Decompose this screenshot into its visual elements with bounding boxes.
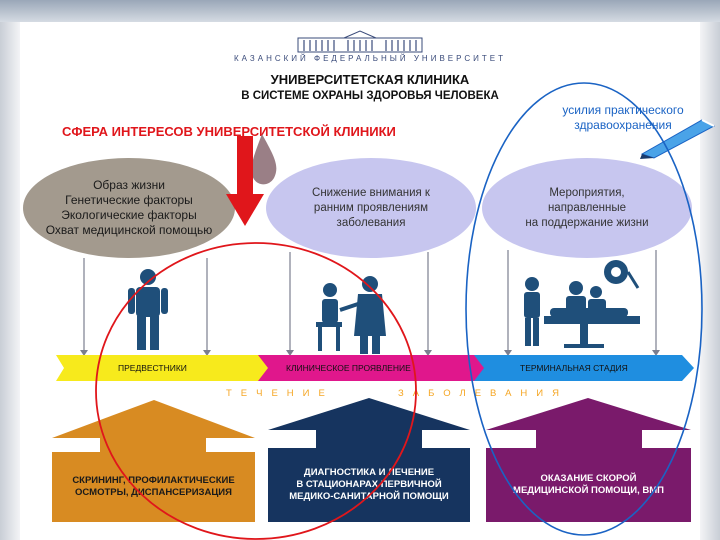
early-signs-text: Снижение внимания к ранним проявлениям з…: [312, 186, 430, 229]
stage-segment-terminal: [474, 355, 694, 381]
effort-label: усилия практического здравоохранения: [562, 103, 684, 132]
operating-room-icon: [524, 260, 640, 348]
page-title: УНИВЕРСИТЕТСКАЯ КЛИНИКА: [270, 72, 470, 87]
red-highlight-circle: [95, 242, 417, 540]
page-subtitle: В СИСТЕМЕ ОХРАНЫ ЗДОРОВЬЯ ЧЕЛОВЕКА: [241, 90, 499, 102]
university-name: КАЗАНСКИЙ ФЕДЕРАЛЬНЫЙ УНИВЕРСИТЕТ: [234, 54, 506, 63]
top-decor-bar: [0, 0, 720, 22]
red-down-arrow: [226, 134, 277, 226]
diagnostics-box: ДИАГНОСТИКА И ЛЕЧЕНИЕ В СТАЦИОНАРАХ ПЕРВ…: [268, 448, 470, 522]
stage-label-precursors: ПРЕДВЕСТНИКИ: [118, 363, 187, 373]
life-support-oval: Мероприятия, направленные на поддержание…: [482, 158, 692, 258]
right-decor-bar: [700, 22, 720, 540]
left-decor-bar: [0, 22, 20, 540]
early-signs-oval: Снижение внимания к ранним проявлениям з…: [266, 158, 476, 258]
screening-box: СКРИНИНГ, ПРОФИЛАКТИЧЕСКИЕ ОСМОТРЫ, ДИСП…: [52, 452, 255, 522]
university-building-logo: [297, 30, 423, 53]
sphere-heading: СФЕРА ИНТЕРЕСОВ УНИВЕРСИТЕТСКОЙ КЛИНИКИ: [62, 124, 396, 139]
diagnostics-text: ДИАГНОСТИКА И ЛЕЧЕНИЕ В СТАЦИОНАРАХ ПЕРВ…: [289, 467, 449, 502]
stage-segment-precursors: [56, 355, 272, 381]
risk-factors-oval: Образ жизни Генетические факторы Экологи…: [23, 158, 235, 258]
person-icon: [128, 269, 168, 350]
screening-text: СКРИНИНГ, ПРОФИЛАКТИЧЕСКИЕ ОСМОТРЫ, ДИСП…: [72, 475, 235, 498]
emergency-care-box: ОКАЗАНИЕ СКОРОЙ МЕДИЦИНСКОЙ ПОМОЩИ, ВМП: [486, 448, 691, 522]
stage-label-terminal: ТЕРМИНАЛЬНАЯ СТАДИЯ: [520, 363, 628, 373]
roof-navy: [268, 398, 470, 430]
stage-segment-clinical: [258, 355, 488, 381]
emergency-care-text: ОКАЗАНИЕ СКОРОЙ МЕДИЦИНСКОЙ ПОМОЩИ, ВМП: [513, 473, 664, 496]
flow-word-course: ТЕЧЕНИЕ: [226, 388, 334, 399]
roof-orange: [52, 400, 255, 438]
life-support-text: Мероприятия, направленные на поддержание…: [525, 186, 649, 229]
stage-label-clinical: КЛИНИЧЕСКОЕ ПРОЯВЛЕНИЕ: [286, 363, 411, 373]
risk-factors-text: Образ жизни Генетические факторы Экологи…: [45, 178, 213, 237]
blue-highlight-circle: [465, 82, 703, 536]
flow-word-disease: ЗАБОЛЕВАНИЯ: [398, 388, 568, 399]
doctor-consultation-icon: [316, 276, 386, 354]
roof-purple: [486, 398, 691, 430]
pen-icon: [640, 119, 716, 159]
